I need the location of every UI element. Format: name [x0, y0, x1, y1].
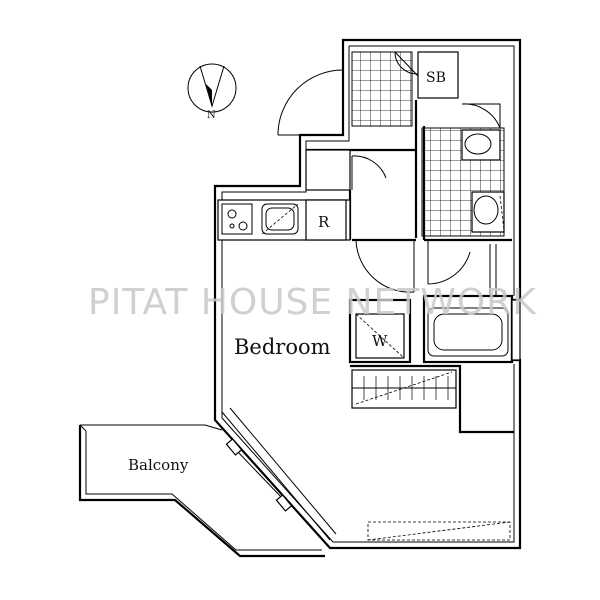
side-window	[511, 299, 521, 361]
washer: W	[348, 298, 412, 364]
bathroom-door	[427, 240, 471, 285]
closet-lower	[350, 364, 514, 434]
shoe-box: SB	[417, 51, 459, 99]
balcony-label: Balcony	[128, 456, 189, 474]
closet-upper	[305, 149, 387, 191]
north-compass: N	[187, 63, 237, 121]
kitchen: R	[217, 199, 351, 241]
hanger-marks	[363, 376, 449, 400]
bedroom-door	[355, 239, 415, 293]
toilet-room	[421, 103, 505, 237]
shoebox-label: SB	[426, 70, 446, 86]
bedroom-label: Bedroom	[234, 335, 331, 359]
watermark: PITAT HOUSE NETWORK	[88, 282, 537, 323]
refrigerator-label: R	[318, 213, 330, 231]
air-conditioner	[367, 521, 511, 541]
genkan-tile	[351, 51, 419, 127]
balcony-window	[221, 407, 337, 541]
north-label: N	[207, 110, 216, 121]
entrance-door	[277, 69, 344, 136]
balcony: Balcony	[78, 424, 325, 558]
washer-label: W	[372, 332, 388, 350]
